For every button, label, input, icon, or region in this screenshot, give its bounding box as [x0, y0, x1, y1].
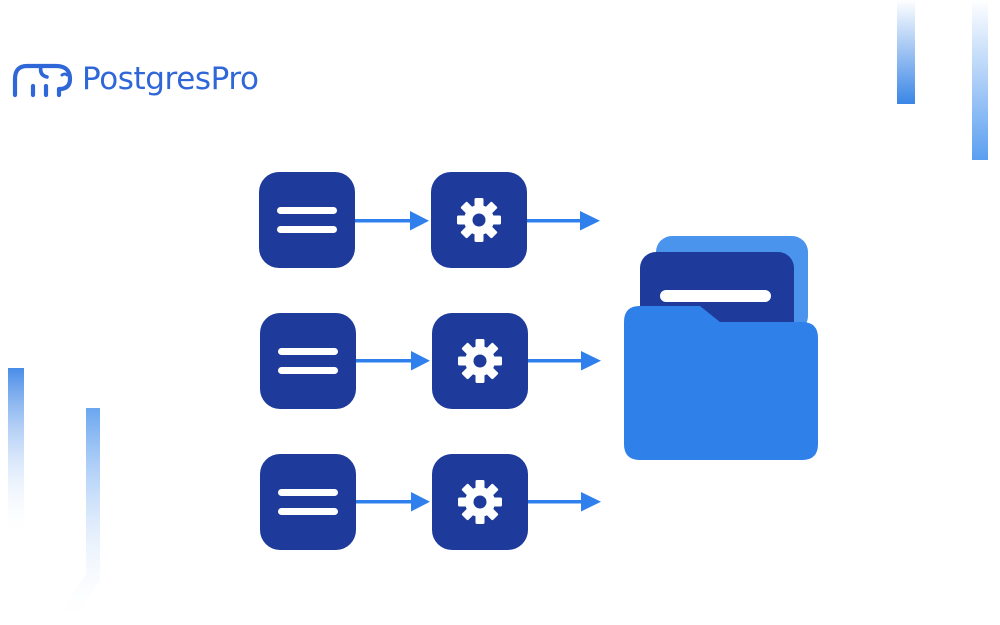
gear-icon: [458, 480, 502, 524]
folder-document: [640, 252, 794, 352]
arrow-process-to-folder-1: [527, 211, 600, 231]
folder-document-line: [660, 290, 771, 302]
decor-stripe-top-left: [897, 0, 915, 104]
arrow-source-to-process-1: [355, 211, 429, 231]
brand-name: PostgresPro: [82, 61, 259, 97]
process-gear-tile-1: [431, 172, 527, 268]
brand-logo[interactable]: PostgresPro: [12, 56, 259, 102]
folder-icon: [624, 236, 818, 460]
gear-icon: [457, 198, 501, 242]
decor-stripe-bottom-2: [52, 408, 100, 625]
decor-stripe-bottom-1: [8, 368, 24, 538]
folder-back: [656, 236, 808, 332]
document-lines-icon: [278, 348, 338, 374]
gear-icon: [458, 339, 502, 383]
process-gear-tile-3: [432, 454, 528, 550]
arrow-source-to-process-3: [356, 492, 430, 512]
elephant-icon: [12, 59, 74, 99]
document-lines-icon: [277, 207, 337, 233]
source-document-tile-2: [260, 313, 356, 409]
source-document-tile-3: [260, 454, 356, 550]
folder-front: [624, 306, 818, 460]
arrow-process-to-folder-2: [528, 351, 601, 371]
document-lines-icon: [278, 489, 338, 515]
process-gear-tile-2: [432, 313, 528, 409]
arrow-process-to-folder-3: [528, 492, 601, 512]
source-document-tile-1: [259, 172, 355, 268]
arrow-source-to-process-2: [356, 351, 430, 371]
decor-stripe-top-right: [972, 0, 988, 160]
